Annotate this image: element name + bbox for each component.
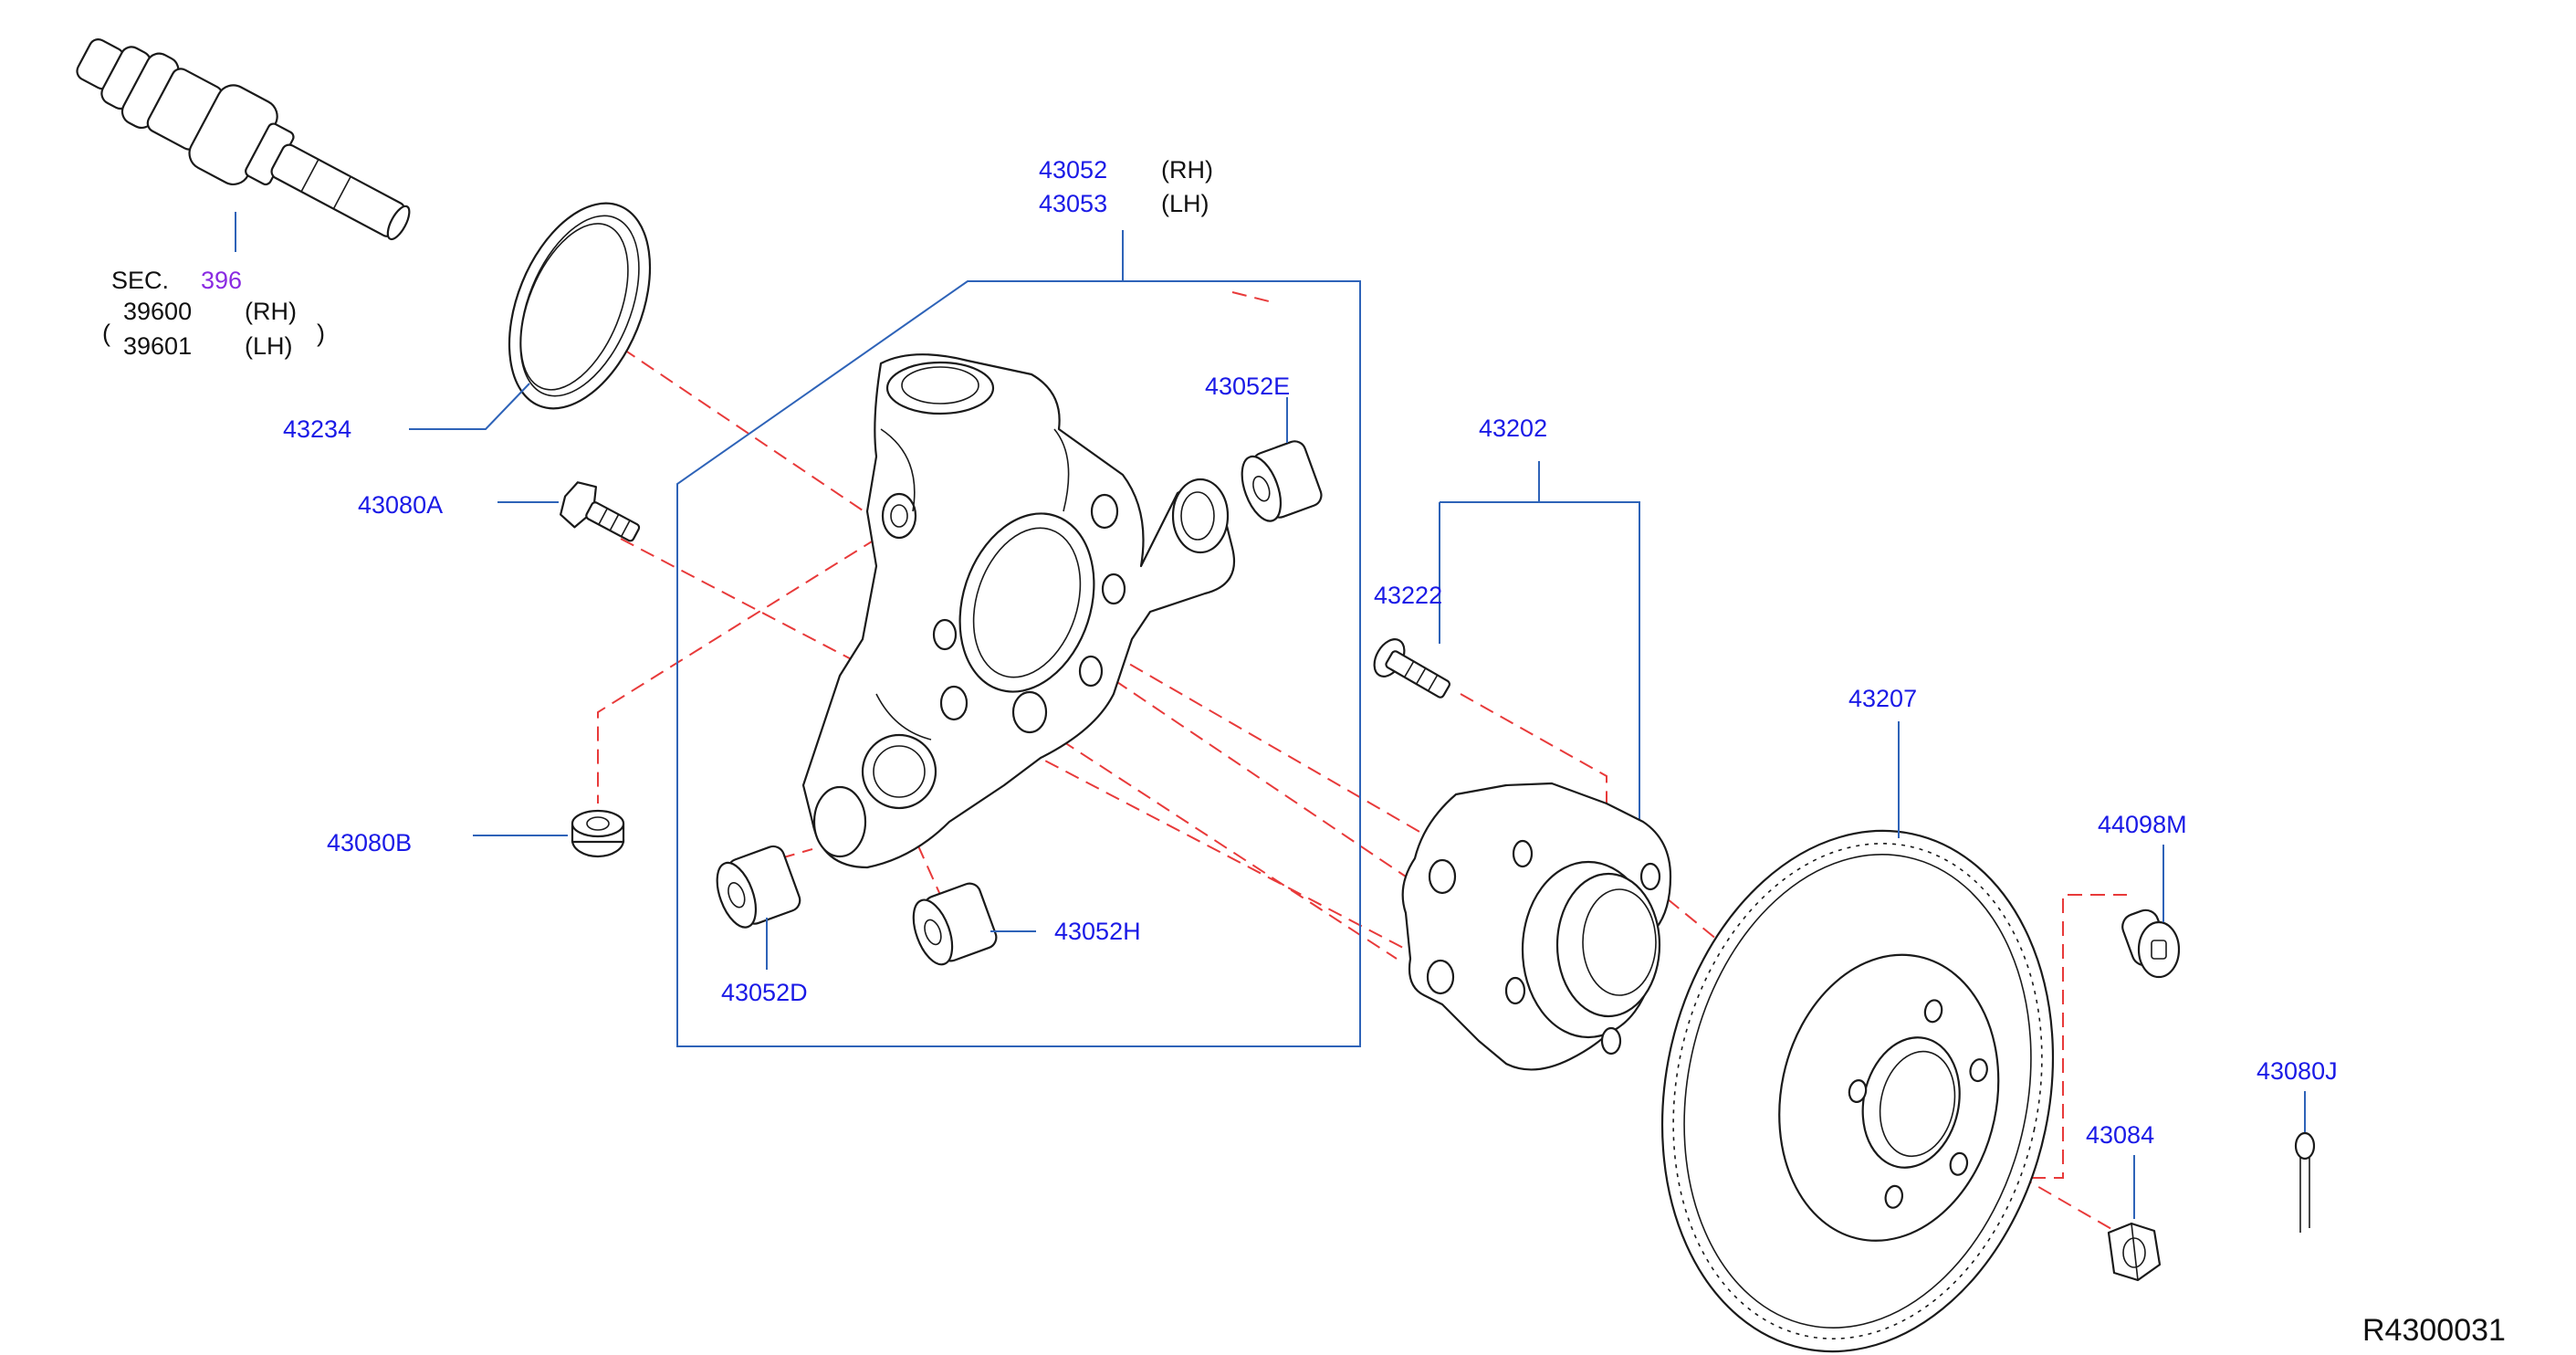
label-hub-bolt[interactable]: 43222 bbox=[1374, 582, 1442, 609]
label-hub-assembly[interactable]: 43202 bbox=[1479, 415, 1547, 442]
label-rotor[interactable]: 43207 bbox=[1848, 685, 1917, 712]
label-seal[interactable]: 43234 bbox=[283, 415, 351, 443]
bracket-open: ( bbox=[102, 320, 110, 347]
plug-44098m[interactable] bbox=[2119, 907, 2181, 979]
knuckle-lh-part[interactable]: 43053 bbox=[1039, 190, 1107, 217]
nut-43080b[interactable] bbox=[571, 809, 625, 858]
bracket-close: ) bbox=[317, 320, 325, 347]
cotter-pin-43080j[interactable] bbox=[2294, 1131, 2316, 1233]
bushing-43052h[interactable] bbox=[906, 880, 999, 970]
label-bushing-d[interactable]: 43052D bbox=[721, 979, 808, 1006]
section-number[interactable]: 396 bbox=[201, 267, 242, 294]
section-rh-part[interactable]: 39600 bbox=[123, 298, 192, 325]
bushing-43052e[interactable] bbox=[1234, 438, 1325, 526]
knuckle-lh-side: (LH) bbox=[1161, 190, 1209, 217]
brake-rotor[interactable] bbox=[1616, 794, 2100, 1355]
bushing-43052d[interactable] bbox=[709, 844, 802, 933]
drive-shaft[interactable] bbox=[63, 16, 426, 267]
label-plug[interactable]: 44098M bbox=[2098, 811, 2187, 838]
bolt-43080a[interactable] bbox=[554, 476, 646, 553]
knuckle-rh-side: (RH) bbox=[1161, 156, 1213, 184]
grease-seal[interactable] bbox=[482, 183, 678, 429]
hub-bearing-assembly[interactable] bbox=[1401, 782, 1672, 1071]
knuckle-group-outline bbox=[676, 280, 1361, 1047]
hub-assembly-bracket bbox=[1439, 461, 1640, 831]
diagram-code: R4300031 bbox=[2362, 1313, 2506, 1348]
hub-nut-43084[interactable] bbox=[2107, 1222, 2162, 1282]
seal-leader bbox=[409, 383, 530, 430]
hub-bolt-43222[interactable] bbox=[1368, 634, 1456, 708]
knuckle-rh-part[interactable]: 43052 bbox=[1039, 156, 1107, 184]
label-nut-b[interactable]: 43080B bbox=[327, 829, 412, 856]
section-lh-side: (LH) bbox=[245, 332, 293, 360]
steering-knuckle[interactable] bbox=[801, 353, 1236, 869]
section-lh-part[interactable]: 39601 bbox=[123, 332, 192, 360]
label-bushing-e[interactable]: 43052E bbox=[1205, 373, 1290, 400]
label-bolt-a[interactable]: 43080A bbox=[358, 491, 443, 519]
label-cotter-pin[interactable]: 43080J bbox=[2257, 1057, 2338, 1085]
section-prefix: SEC. bbox=[111, 267, 169, 294]
section-rh-side: (RH) bbox=[245, 298, 297, 325]
label-bushing-h[interactable]: 43052H bbox=[1054, 918, 1141, 945]
label-hub-nut[interactable]: 43084 bbox=[2086, 1121, 2154, 1149]
